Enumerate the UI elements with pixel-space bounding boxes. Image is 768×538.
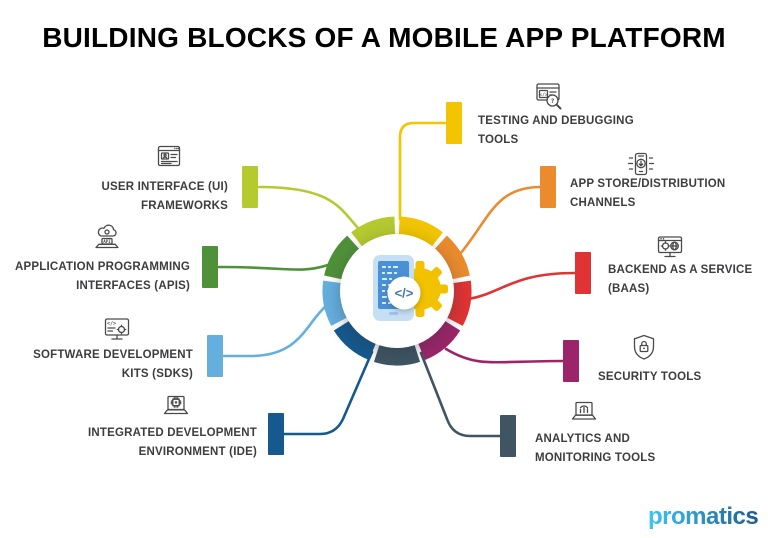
ring-segment-ide [333,318,378,361]
label-api: APPLICATION PROGRAMMING INTERFACES (APIS… [15,261,190,292]
label-ui: USER INTERFACE (UI) FRAMEWORKS [101,181,228,212]
label-sdk: SOFTWARE DEVELOPMENT KITS (SDKS) [33,349,193,380]
ring-segment-ui [351,216,396,250]
spoke-baas [467,271,578,301]
bar-baas [575,252,591,294]
bar-security [563,340,579,382]
spoke-ide [282,350,374,436]
ring-segment-appstore [432,235,470,281]
code-search-icon: </> ? [531,79,565,113]
server-monitor-icon [653,231,687,265]
svg-text:API: API [103,239,111,244]
label-ide: INTEGRATED DEVELOPMENT ENVIRONMENT (IDE) [87,427,257,458]
promatics-logo: promatics [648,503,759,530]
bar-appstore [540,166,556,208]
ring-segment-sdk [322,280,350,326]
laptop-chip-icon [159,392,193,426]
ring-segment-baas [444,280,472,326]
bar-sdk [207,335,223,377]
label-appstore: APP STORE/DISTRIBUTION CHANNELS [570,178,726,209]
bar-analytics [500,415,516,457]
spoke-appstore [458,185,543,256]
ring-segment-api [324,235,362,281]
label-baas: BACKEND AS A SERVICE (BAAS) [608,264,753,295]
bar-ide [268,413,284,455]
browser-layout-icon [152,141,186,175]
cloud-api-icon: API [90,222,124,256]
ring-segment-security [416,318,461,361]
spoke-api [217,263,330,271]
page-title: BUILDING BLOCKS OF A MOBILE APP PLATFORM [42,22,726,53]
spoke-testing [398,121,449,221]
svg-text:</>: </> [107,321,116,327]
bar-api [202,246,218,288]
brand-name: promatics [648,503,758,530]
spoke-analytics [419,351,503,438]
phone-distribution-icon [624,149,658,183]
bar-testing [446,102,462,144]
spoke-security [444,347,566,364]
ring-segment-analytics [373,341,421,366]
monitor-code-gear-icon: </> [100,314,134,348]
ring-segment-testing [398,216,443,250]
svg-text:?: ? [551,97,555,105]
laptop-chart-icon [567,397,601,431]
spoke-sdk [222,305,327,358]
spoke-ui [257,185,360,230]
shield-lock-icon [627,331,661,365]
label-analytics: ANALYTICS AND MONITORING TOOLS [535,433,656,464]
svg-text:</>: </> [539,92,548,98]
bar-ui [242,166,258,208]
label-security: SECURITY TOOLS [598,371,702,383]
mobile-app-icon: </> [373,255,448,321]
code-badge-circle [387,276,421,310]
label-testing: TESTING AND DEBUGGING TOOLS [478,115,634,146]
code-symbol: </> [395,286,414,301]
